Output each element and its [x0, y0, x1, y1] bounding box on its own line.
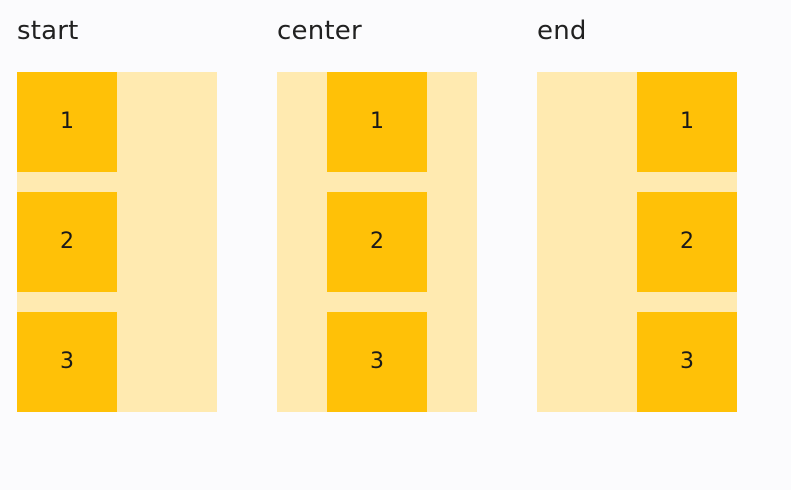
- flex-item-label: 3: [370, 349, 384, 374]
- flex-item-label: 3: [680, 349, 694, 374]
- flex-item: 2: [327, 192, 427, 292]
- flex-item: 3: [327, 312, 427, 412]
- flex-item-label: 1: [60, 109, 74, 134]
- flex-item: 1: [327, 72, 427, 172]
- flex-container-end: 1 2 3: [537, 72, 737, 412]
- flex-item-label: 1: [370, 109, 384, 134]
- flex-container-center: 1 2 3: [277, 72, 477, 412]
- flex-item: 2: [17, 192, 117, 292]
- flex-item: 2: [637, 192, 737, 292]
- flex-item: 1: [17, 72, 117, 172]
- flex-item-label: 2: [60, 229, 74, 254]
- flex-container-start: 1 2 3: [17, 72, 217, 412]
- flex-item: 3: [17, 312, 117, 412]
- flex-item: 1: [637, 72, 737, 172]
- group-label-center: center: [277, 16, 362, 46]
- flex-item-label: 2: [370, 229, 384, 254]
- flex-item-label: 1: [680, 109, 694, 134]
- group-label-start: start: [17, 16, 79, 46]
- flex-item: 3: [637, 312, 737, 412]
- group-label-end: end: [537, 16, 587, 46]
- flex-item-label: 2: [680, 229, 694, 254]
- flex-item-label: 3: [60, 349, 74, 374]
